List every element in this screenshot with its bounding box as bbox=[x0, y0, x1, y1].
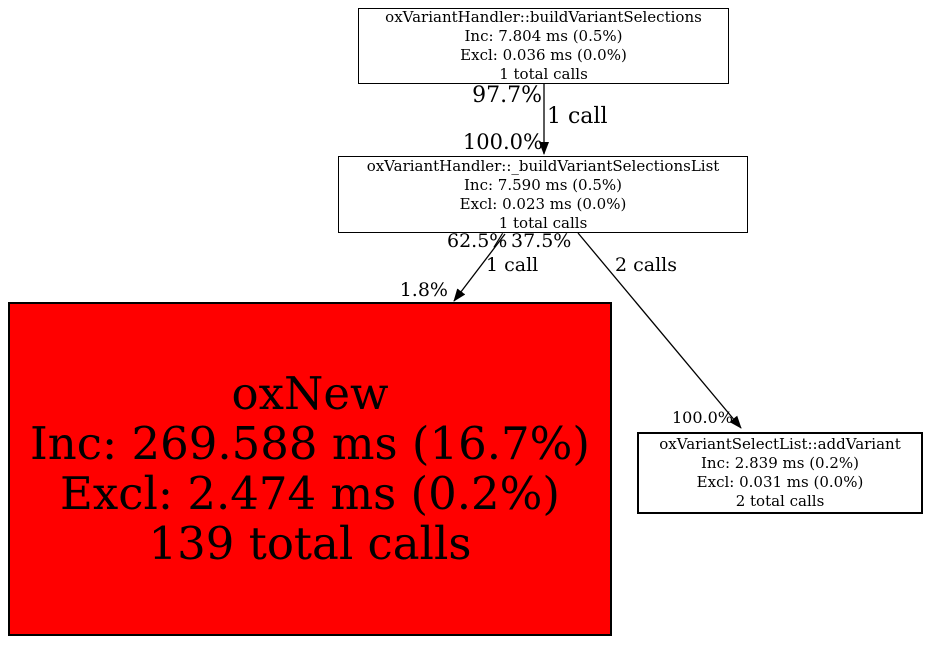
node-total-calls: 2 total calls bbox=[735, 492, 825, 510]
node-inclusive-time: Inc: 2.839 ms (0.2%) bbox=[700, 454, 860, 472]
edge-source-percent: 37.5% bbox=[511, 230, 572, 252]
edge-target-percent: 1.8% bbox=[399, 279, 448, 301]
node-inclusive-time: Inc: 7.590 ms (0.5%) bbox=[463, 175, 623, 194]
edge-call-count: 2 calls bbox=[615, 254, 678, 276]
node-build-variant-selections-list[interactable]: oxVariantHandler::_buildVariantSelection… bbox=[338, 156, 748, 233]
edge-source-percent: 62.5% bbox=[447, 230, 508, 252]
node-exclusive-time: Excl: 0.023 ms (0.0%) bbox=[459, 194, 627, 213]
edge-call-count: 1 call bbox=[547, 104, 608, 129]
edge-target-percent: 100.0% bbox=[462, 130, 543, 154]
node-exclusive-time: Excl: 2.474 ms (0.2%) bbox=[60, 467, 560, 520]
node-title: oxVariantHandler::buildVariantSelections bbox=[385, 8, 702, 26]
node-exclusive-time: Excl: 0.036 ms (0.0%) bbox=[460, 46, 627, 64]
node-total-calls: 1 total calls bbox=[499, 65, 588, 83]
node-add-variant[interactable]: oxVariantSelectList::addVariant Inc: 2.8… bbox=[637, 432, 923, 514]
edge-source-percent: 97.7% bbox=[472, 83, 542, 108]
node-build-variant-selections[interactable]: oxVariantHandler::buildVariantSelections… bbox=[358, 8, 729, 84]
node-title: oxNew bbox=[231, 367, 389, 420]
node-inclusive-time: Inc: 7.804 ms (0.5%) bbox=[464, 27, 623, 45]
edge-call-count: 1 call bbox=[486, 254, 539, 276]
node-total-calls: 139 total calls bbox=[148, 517, 472, 570]
node-exclusive-time: Excl: 0.031 ms (0.0%) bbox=[696, 473, 864, 491]
node-total-calls: 1 total calls bbox=[498, 213, 588, 232]
node-title: oxVariantHandler::_buildVariantSelection… bbox=[366, 156, 720, 175]
edge-target-percent: 100.0% bbox=[671, 408, 733, 427]
node-title: oxVariantSelectList::addVariant bbox=[659, 435, 901, 453]
node-ox-new-hotspot[interactable]: oxNew Inc: 269.588 ms (16.7%) Excl: 2.47… bbox=[8, 302, 612, 636]
node-inclusive-time: Inc: 269.588 ms (16.7%) bbox=[30, 417, 590, 470]
